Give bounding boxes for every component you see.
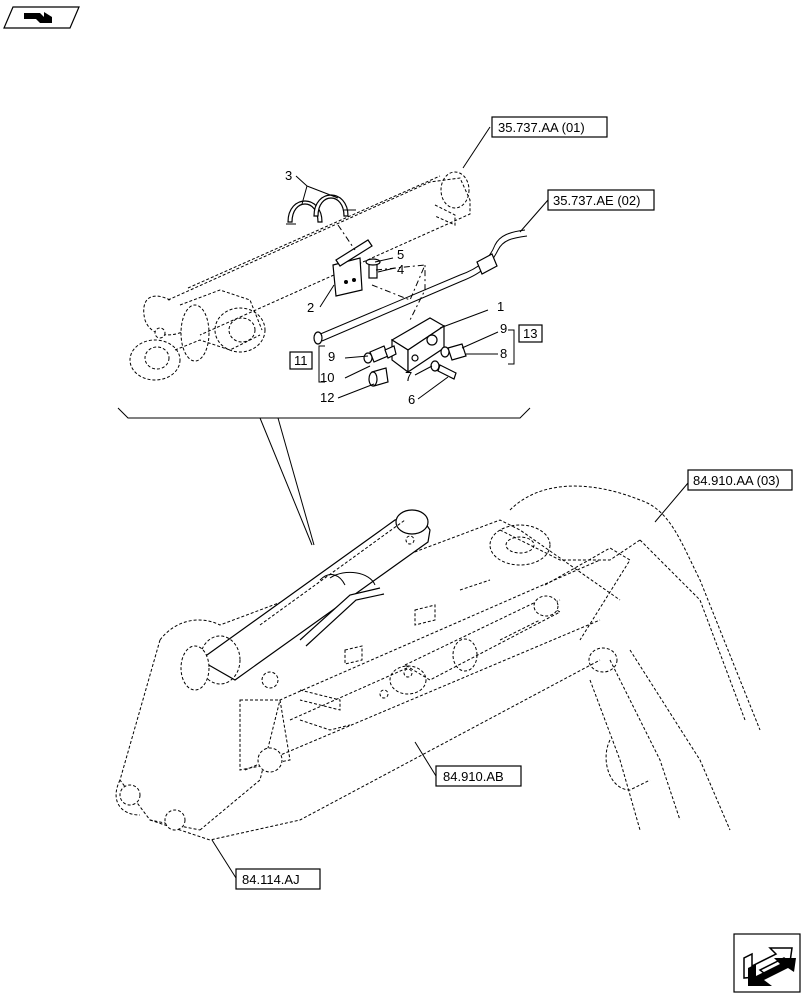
callout-4: 4 xyxy=(397,262,404,277)
group-11-box xyxy=(289,351,313,370)
book-navigation-icon[interactable] xyxy=(3,6,80,29)
ref-link-35-737-ae[interactable]: 35.737.AE (02) xyxy=(547,189,655,211)
callout-12: 12 xyxy=(320,390,334,405)
cylinder-assembly-detail xyxy=(129,126,549,400)
ref-link-35-737-aa[interactable]: 35.737.AA (01) xyxy=(491,116,608,138)
callout-3: 3 xyxy=(285,168,292,183)
callout-7: 7 xyxy=(405,369,412,384)
callout-8: 8 xyxy=(500,346,507,361)
group-13-label: 13 xyxy=(523,326,537,341)
ref-84-910-ab-label: 84.910.AB xyxy=(443,769,504,784)
ref-35-737-aa-label: 35.737.AA (01) xyxy=(498,120,585,135)
callout-1: 1 xyxy=(497,299,504,314)
group-11-label: 11 xyxy=(294,353,308,368)
callout-6: 6 xyxy=(408,392,415,407)
next-page-arrow-icon[interactable] xyxy=(733,933,801,993)
ref-link-84-910-aa[interactable]: 84.910.AA (03) xyxy=(687,469,793,491)
ref-84-910-aa-label: 84.910.AA (03) xyxy=(693,473,780,488)
callout-9-left: 9 xyxy=(328,349,335,364)
callout-10: 10 xyxy=(320,370,334,385)
callout-2: 2 xyxy=(307,300,314,315)
callout-9-right: 9 xyxy=(500,321,507,336)
boom-assembly-view xyxy=(115,482,761,879)
ref-84-114-aj-label: 84.114.AJ xyxy=(242,872,300,887)
ref-link-84-114-aj[interactable]: 84.114.AJ xyxy=(235,868,321,890)
ref-link-84-910-ab[interactable]: 84.910.AB xyxy=(435,765,522,787)
group-13-box xyxy=(518,324,543,343)
callout-5: 5 xyxy=(397,247,404,262)
ref-35-737-ae-label: 35.737.AE (02) xyxy=(553,193,640,208)
